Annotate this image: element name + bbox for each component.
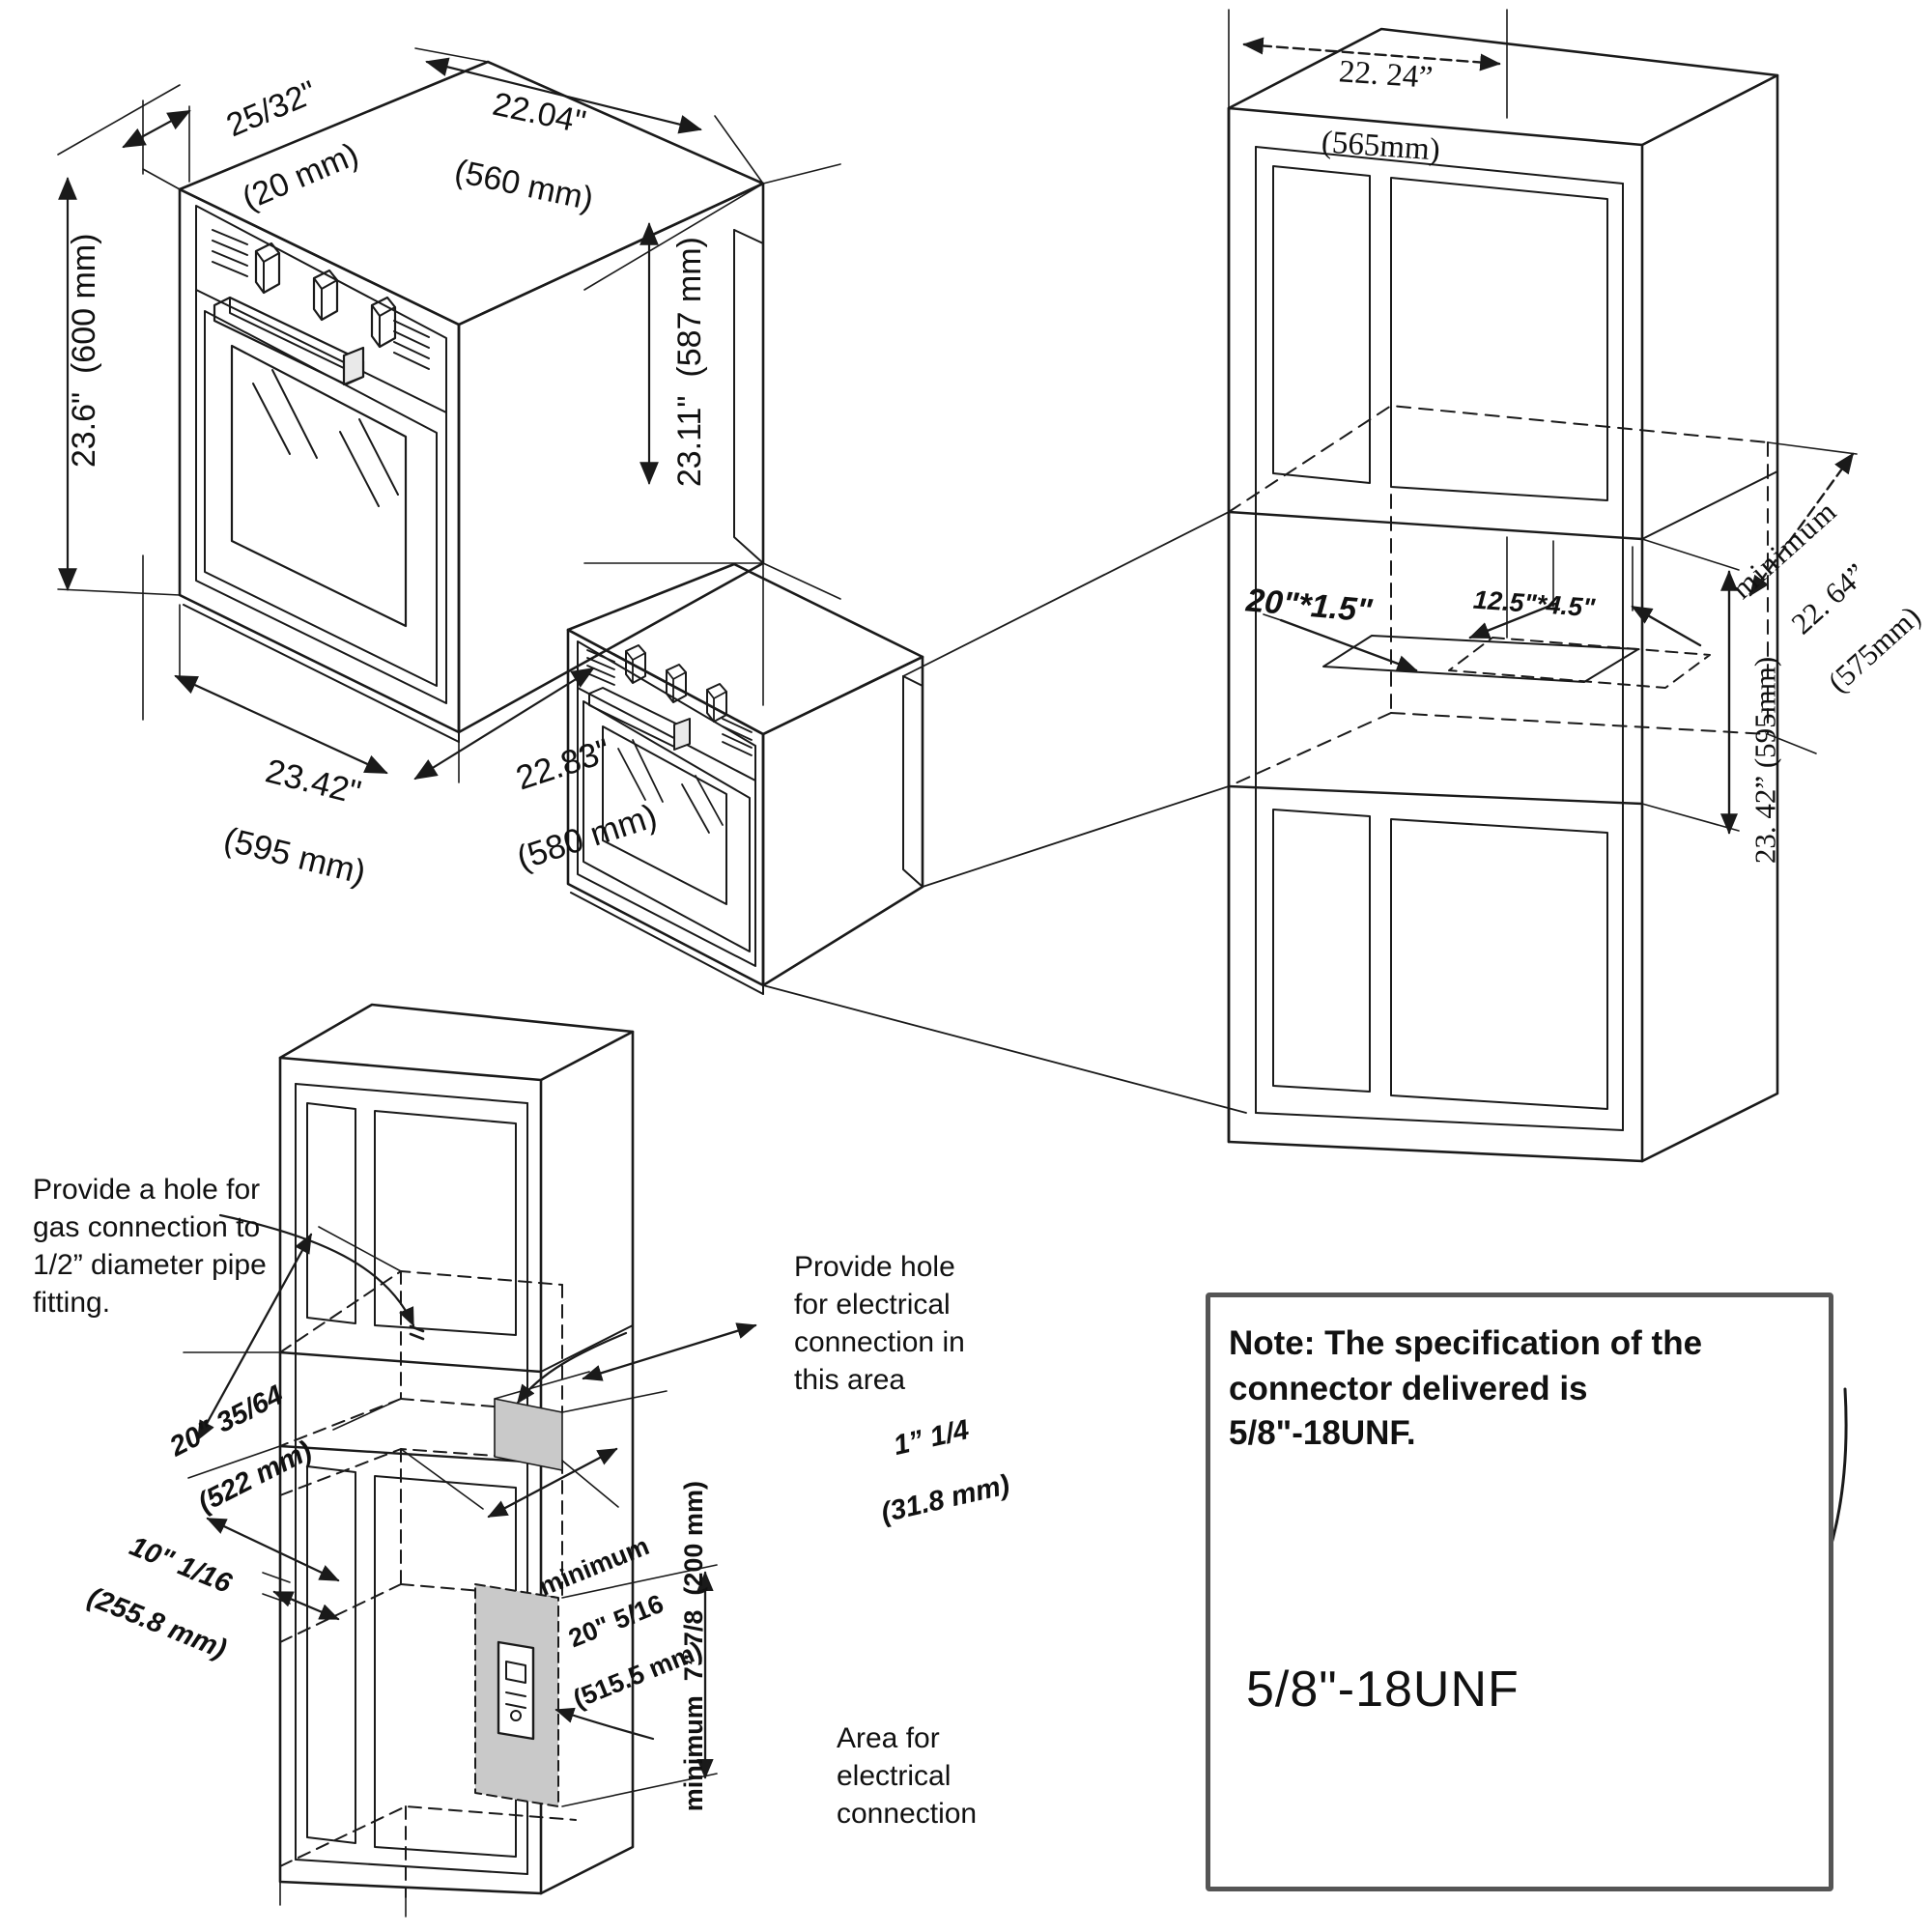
dim-20-35-64 xyxy=(196,1233,313,1441)
cabinet-upper xyxy=(1227,27,1779,1163)
arrow-12p5x4p5-r xyxy=(1631,605,1702,647)
dim-22-83 xyxy=(413,667,595,781)
arrow-20x1p5 xyxy=(1279,618,1418,672)
dim-22-64-min xyxy=(1748,452,1855,597)
dim-22-24 xyxy=(1242,37,1501,71)
note-box xyxy=(1206,1293,1833,1891)
dim-23-42 xyxy=(174,674,388,775)
dim-25-32 xyxy=(122,109,191,149)
dim-label-23-11: 23.11" (587 mm) xyxy=(671,237,708,488)
dim-label-22-24: 22. 24” (565mm) xyxy=(1320,54,1441,168)
vent-slot-rear xyxy=(1448,637,1711,689)
dim-1-1-4 xyxy=(582,1322,757,1381)
connector-spec-label: 5/8"-18UNF xyxy=(1246,1662,1520,1718)
dim-20-5-16-min xyxy=(487,1447,618,1519)
dim-label-7-7-8-min: minimum 7” 7/8 (200 mm) xyxy=(679,1481,708,1812)
dim-label-23-6: 23.6" (600 mm) xyxy=(66,233,102,469)
dim-10-1-16 xyxy=(206,1517,340,1582)
arrow-12p5x4p5-l xyxy=(1468,602,1557,639)
note-text: Note: The specification of the connector… xyxy=(1229,1324,1703,1453)
dim-22-04 xyxy=(425,57,702,134)
electrical-hole-shaded xyxy=(494,1398,563,1471)
vent-slot-front xyxy=(1322,635,1639,683)
dim-label-23-42-cabinet: 23. 42” (595mm) xyxy=(1747,656,1781,865)
